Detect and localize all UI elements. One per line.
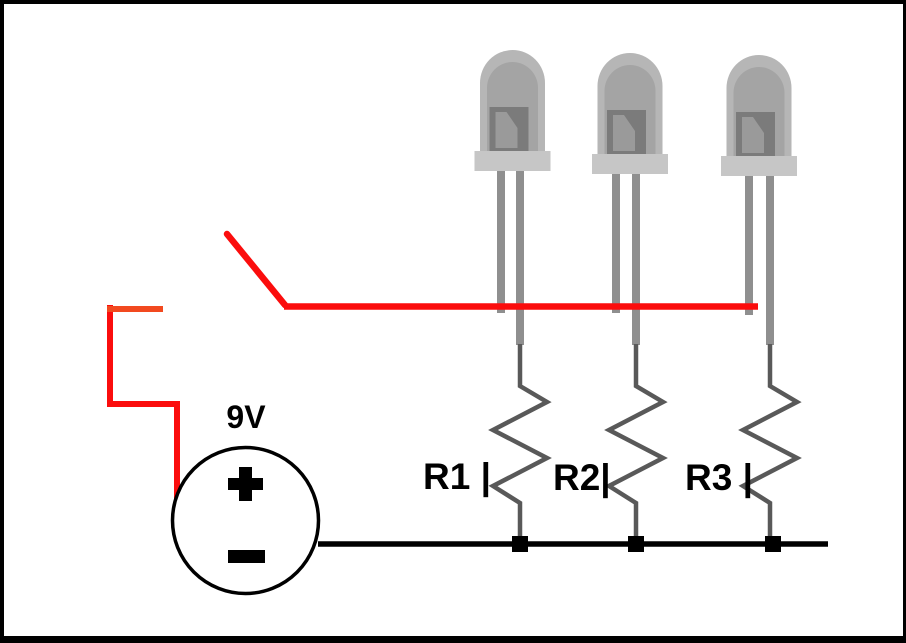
resistor-3-label: R3 | [685,457,753,499]
switch-lever [223,230,289,309]
led-3-cathode-leg [766,176,774,345]
led-1-cathode-leg [516,171,524,345]
circuit-svg: + − 9V R1 | R2| R3 | [107,50,828,596]
led-2-cathode-leg [632,174,640,345]
minus-icon: − [228,550,265,563]
led-3-package [721,55,797,176]
junction-dot-2 [628,536,644,552]
junction-dot-3 [765,536,781,552]
led-3 [721,55,797,345]
resistor-labels: R1 | R2| R3 | [423,456,753,499]
battery-circle [170,445,321,596]
plus-icon: + [228,467,263,501]
led-2 [592,53,668,345]
junction-dot-1 [512,536,528,552]
resistor-3-symbol [738,344,802,544]
resistors [488,344,802,544]
resistor-2-label: R2| [553,457,611,499]
positive-wiring [107,230,758,503]
led-1-anode-leg [497,171,505,313]
led-1-package [474,50,551,171]
resistor-1-symbol [488,344,552,544]
junction-dots [512,536,781,552]
led-2-package [592,53,668,174]
resistor-1-label: R1 | [423,456,491,498]
resistor-2-symbol [604,344,668,544]
led-1 [474,50,551,345]
battery-voltage-label: 9V [226,399,266,435]
led-2-anode-leg [612,174,620,313]
led-3-anode-leg [745,176,753,315]
battery-positive-wire [107,305,180,503]
battery: + − 9V [170,399,321,596]
